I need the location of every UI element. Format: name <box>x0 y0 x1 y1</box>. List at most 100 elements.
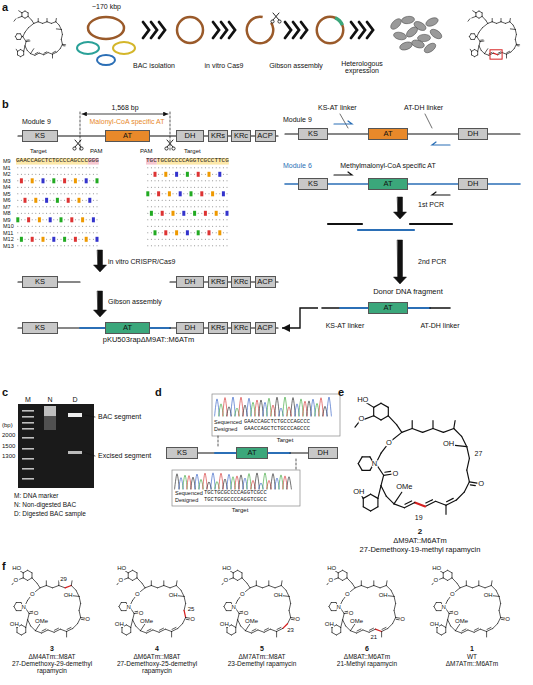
inserted-at <box>334 16 344 26</box>
leader-line <box>84 453 95 457</box>
bond-line <box>381 416 388 420</box>
match-dot <box>212 174 213 175</box>
bond-line <box>28 614 30 620</box>
mismatch-mark <box>63 178 66 183</box>
match-dot <box>35 206 36 207</box>
domain-box: AT <box>236 447 268 459</box>
bond-line <box>331 610 336 611</box>
match-dot <box>75 193 76 194</box>
match-dot <box>194 174 195 175</box>
bond-line <box>473 11 476 13</box>
text-label: 1500 <box>2 443 15 450</box>
rapamycin-structure <box>432 570 505 637</box>
match-dot <box>227 226 228 227</box>
text-label: M <box>25 396 31 404</box>
match-dot <box>205 206 206 207</box>
match-dot <box>155 239 156 240</box>
ladder-band <box>22 416 34 418</box>
dna-sequence: GAACCAGCTCTGCCCAGCCCGGG <box>16 158 99 165</box>
bond-line <box>281 586 286 591</box>
domain-box: KRc <box>231 130 251 142</box>
domain-label: KRc <box>234 278 248 286</box>
match-dot <box>57 167 58 168</box>
text-label: Module 6 <box>283 162 312 170</box>
text-label: ~170 kbp <box>92 3 121 11</box>
match-dot <box>82 239 83 240</box>
bond-line <box>121 610 126 611</box>
scissors-blade <box>273 13 279 20</box>
match-dot <box>35 239 36 240</box>
bond-line <box>498 617 501 623</box>
match-dot <box>61 187 62 188</box>
atom-label: OH <box>442 440 454 448</box>
bond-line <box>478 46 479 51</box>
bond-line <box>423 429 433 433</box>
bond-line <box>21 632 25 635</box>
bond-line <box>291 619 294 620</box>
bond-line <box>121 627 122 632</box>
bond-line <box>242 578 247 583</box>
mismatch-mark <box>215 211 218 216</box>
bond-line <box>455 445 467 446</box>
bond-line <box>479 28 482 32</box>
text-label: Heterologous expression <box>335 60 389 75</box>
bond-line <box>227 632 231 635</box>
bond-line <box>482 23 488 27</box>
text-label: ΔM6ATm::M8AT <box>133 653 180 660</box>
mismatch-mark <box>49 217 52 222</box>
match-dot <box>173 206 174 207</box>
sequence-alignment <box>16 158 229 246</box>
mismatch-mark <box>226 211 229 216</box>
bond-line <box>479 586 485 588</box>
bond-line <box>452 578 457 583</box>
match-dot <box>75 226 76 227</box>
match-dot <box>25 213 26 214</box>
match-dot <box>151 200 152 201</box>
panel-letter: d <box>155 386 162 398</box>
match-dot <box>28 180 29 181</box>
match-dot <box>75 232 76 233</box>
atom-label: OMe <box>396 483 413 491</box>
match-dot <box>191 213 192 214</box>
bond-line <box>147 629 151 631</box>
chevron-arrow <box>151 22 157 38</box>
match-dot <box>216 167 217 168</box>
match-dot <box>82 232 83 233</box>
match-dot <box>61 200 62 201</box>
bond-line <box>25 42 26 46</box>
panel-letter: a <box>2 1 8 13</box>
match-dot <box>194 167 195 168</box>
bond-line <box>153 630 159 632</box>
cut-line <box>296 459 297 470</box>
match-dot <box>151 226 152 227</box>
match-dot <box>39 245 40 246</box>
match-dot <box>223 213 224 214</box>
match-dot <box>43 226 44 227</box>
match-dot <box>35 232 36 233</box>
domain-label: KRs <box>211 278 225 286</box>
match-dot <box>71 193 72 194</box>
ladder-band <box>22 458 34 460</box>
atom-label: N <box>371 460 377 468</box>
bond-line <box>464 482 469 492</box>
match-dot <box>158 167 159 168</box>
match-dot <box>97 232 98 233</box>
bond-line <box>362 456 370 457</box>
bond-line <box>128 570 132 573</box>
bond-line <box>18 50 21 52</box>
text-label: M4 <box>3 184 11 190</box>
match-dot <box>191 174 192 175</box>
ladder-band <box>22 422 34 424</box>
text-label: 1 <box>470 645 474 653</box>
bond-line <box>467 458 470 470</box>
bond-line <box>136 626 141 631</box>
domain-label: DH <box>318 449 329 457</box>
match-dot <box>173 180 174 181</box>
bacteria-cell <box>389 17 403 31</box>
bond-line <box>479 16 482 18</box>
match-dot <box>151 193 152 194</box>
match-dot <box>147 174 148 175</box>
match-dot <box>176 200 177 201</box>
text-label: KS-AT linker <box>326 322 365 330</box>
match-dot <box>165 206 166 207</box>
